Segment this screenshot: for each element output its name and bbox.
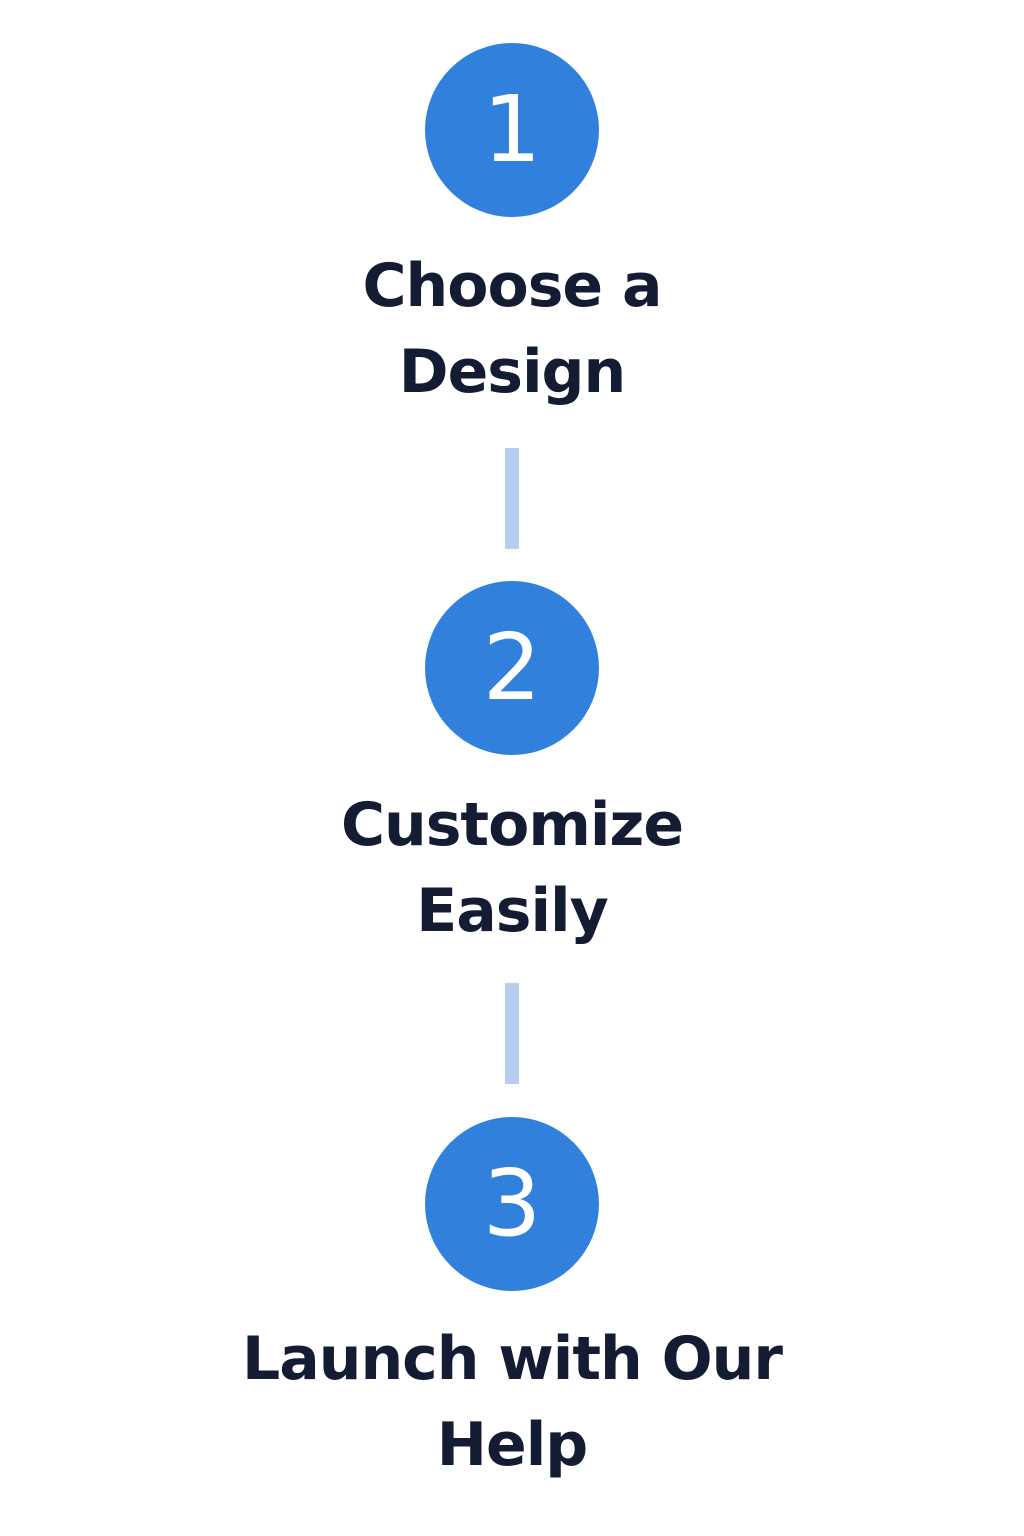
step-1-circle: 1 — [425, 43, 599, 217]
connector-1-2 — [505, 448, 519, 549]
connector-2-3 — [505, 983, 519, 1084]
step-1-label-line1: Choose a — [362, 251, 663, 321]
step-1-label: Choose a Design — [212, 243, 812, 415]
step-3-label-line2: Help — [436, 1410, 588, 1480]
step-3-label-line1: Launch with Our — [242, 1324, 783, 1394]
step-2-label-line1: Customize — [340, 790, 684, 860]
step-1-number: 1 — [482, 76, 542, 183]
step-1-label-line2: Design — [398, 337, 626, 407]
step-2-circle: 2 — [425, 581, 599, 755]
step-2-label-line2: Easily — [416, 876, 608, 946]
step-2-number: 2 — [482, 614, 542, 721]
step-2-label: Customize Easily — [212, 782, 812, 954]
step-3-label: Launch with Our Help — [212, 1316, 812, 1488]
step-3-circle: 3 — [425, 1117, 599, 1291]
step-3-number: 3 — [482, 1150, 542, 1257]
